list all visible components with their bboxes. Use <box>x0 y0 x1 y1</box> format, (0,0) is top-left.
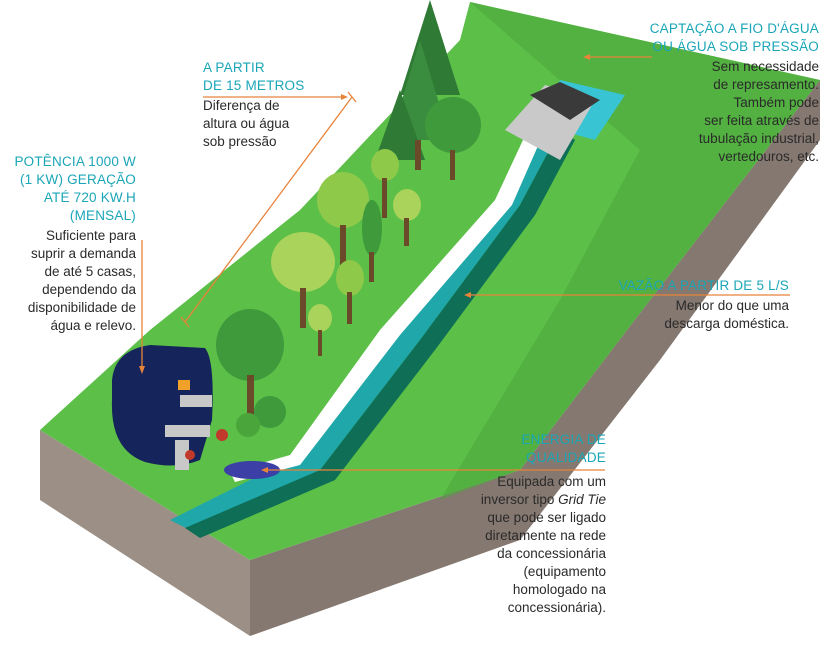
vazao-body: Menor do que uma descarga doméstica. <box>589 297 789 333</box>
potencia-line: de até 5 casas, <box>44 264 136 279</box>
energia-line: homologado na <box>512 582 606 597</box>
penstock-pipe <box>230 125 545 482</box>
captacao-line: vertedouros, etc. <box>718 149 819 164</box>
energia-heading-line: QUALIDADE <box>526 450 606 465</box>
energia-line: da concessionária <box>497 546 606 561</box>
energia-heading-line: ENERGIA DE <box>521 432 606 447</box>
potencia-line: dependendo da <box>42 282 136 297</box>
potencia-line: suprir a demanda <box>30 246 136 261</box>
intake-roof <box>530 82 600 120</box>
captacao-body: Sem necessidade de represamento. Também … <box>599 58 819 166</box>
energia-line-inverter: inversor tipo Grid Tie <box>420 491 606 509</box>
vazao-heading: VAZÃO A PARTIR DE 5 L/S <box>618 278 789 293</box>
captacao-line: ser feita através de <box>704 113 819 128</box>
turbine-generator <box>111 345 228 470</box>
potencia-heading-line: ATÉ 720 KW.H <box>43 190 136 205</box>
vazao-line: Menor do que uma <box>675 298 789 313</box>
energia-inverter-text: inversor tipo <box>480 492 559 507</box>
label-vazao: VAZÃO A PARTIR DE 5 L/S Menor do que uma… <box>589 277 789 333</box>
energia-line: Equipada com um <box>497 474 606 489</box>
pipe-inlet <box>224 461 280 479</box>
altura-body: Diferença de altura ou água sob pressão <box>203 97 353 151</box>
potencia-heading-line: (MENSAL) <box>69 208 136 223</box>
potencia-body: Suficiente para suprir a demanda de até … <box>4 227 136 335</box>
energia-line: que pode ser ligado <box>487 510 606 525</box>
terrain-side-soil <box>250 80 820 636</box>
label-captacao: CAPTAÇÃO A FIO D'ÁGUA OU ÁGUA SOB PRESSÃ… <box>599 20 819 166</box>
captacao-heading-1: CAPTAÇÃO A FIO D'ÁGUA <box>649 21 819 36</box>
terrain-front-soil <box>40 430 250 636</box>
captacao-line: de represamento. <box>713 77 819 92</box>
label-potencia: POTÊNCIA 1000 W (1 KW) GERAÇÃO ATÉ 720 K… <box>4 153 136 335</box>
label-energia: ENERGIA DE QUALIDADE Equipada com um inv… <box>420 431 606 617</box>
potencia-heading-line: POTÊNCIA 1000 W <box>14 154 136 169</box>
terrain-grass-shade <box>440 2 820 500</box>
altura-heading-1: A PARTIR <box>203 60 265 75</box>
energia-grid-tie: Grid Tie <box>558 492 606 507</box>
energia-line: concessionária). <box>507 600 606 615</box>
tree-group <box>216 0 481 437</box>
captacao-heading-2: OU ÁGUA SOB PRESSÃO <box>652 39 819 54</box>
potencia-heading-line: (1 KW) GERAÇÃO <box>19 172 136 187</box>
altura-line: Diferença de <box>203 98 280 113</box>
altura-line: altura ou água <box>203 116 290 131</box>
energia-line: diretamente na rede <box>485 528 606 543</box>
captacao-line: Sem necessidade <box>711 59 819 74</box>
captacao-line: tubulação industrial, <box>698 131 819 146</box>
potencia-line: disponibilidade de <box>27 300 136 315</box>
energia-line: (equipamento <box>523 564 606 579</box>
altura-heading-2: DE 15 METROS <box>203 78 305 93</box>
energia-body: Equipada com um inversor tipo Grid Tie q… <box>420 473 606 617</box>
potencia-line: Suficiente para <box>45 228 136 243</box>
altura-line: sob pressão <box>203 134 277 149</box>
potencia-line: água e relevo. <box>50 318 136 333</box>
vazao-line: descarga doméstica. <box>664 316 789 331</box>
leader-lines <box>139 54 790 473</box>
captacao-line: Também pode <box>733 95 819 110</box>
label-altura: A PARTIR DE 15 METROS Diferença de altur… <box>203 59 353 151</box>
